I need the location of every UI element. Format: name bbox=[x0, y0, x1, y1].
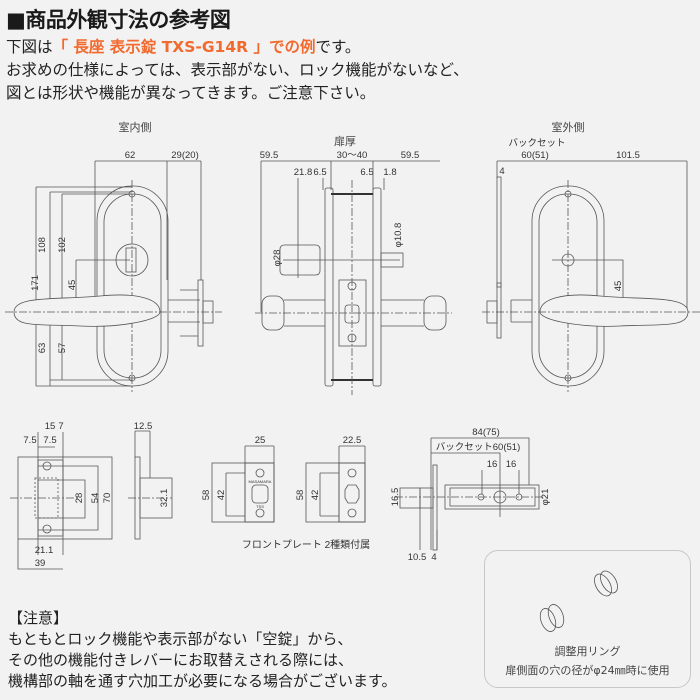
side-view: 扉厚 59.5 30〜40 59.5 21.8 6.5 6.5 1.8 φ28 … bbox=[255, 135, 452, 395]
dim-21-8: 21.8 bbox=[294, 167, 313, 178]
dim-6-5-right: 6.5 bbox=[360, 167, 373, 178]
dim-70: 70 bbox=[102, 493, 113, 504]
interior-rose-plate bbox=[96, 185, 169, 387]
caution-line-2: その他の機能付きレバーにお取替えされる際には、 bbox=[8, 651, 354, 669]
strike-plate-drawing: 15 7 7.5 7.5 28 54 70 21.1 39 12.5 32.1 bbox=[10, 421, 173, 570]
exterior-label: 室外側 bbox=[552, 120, 585, 134]
interior-view: 室内側 62 29(20) 171 108 102 45 63 57 bbox=[5, 120, 222, 392]
dim-60-51: 60(51) bbox=[521, 150, 548, 161]
latch-drawing: 84(75) バックセット60(51) 16 16 φ21 16.5 10.5 … bbox=[390, 427, 551, 563]
dim-58-b: 58 bbox=[295, 490, 306, 501]
mark-text: TSS bbox=[256, 504, 264, 509]
dim-63: 63 bbox=[37, 343, 48, 354]
caution-line-1: もともとロック機能や表示部がない「空錠」から、 bbox=[8, 630, 353, 648]
stamp-text: MASAMARA bbox=[249, 479, 272, 484]
interior-lever bbox=[13, 294, 161, 327]
dim-16-5: 16.5 bbox=[390, 488, 401, 507]
adjustment-ring-box: 調整用リング 扉側面の穴の径がφ24㎜時に使用 bbox=[484, 550, 691, 688]
caution-heading: 【注意】 bbox=[8, 609, 69, 627]
dim-21-1: 21.1 bbox=[35, 545, 54, 556]
dim-58-a: 58 bbox=[201, 490, 212, 501]
intro-text: 下図は「 長座 表示錠 TXS-G14R 」での例です。 お求めの仕様によっては… bbox=[6, 36, 469, 105]
caution-note: 【注意】 もともとロック機能や表示部がない「空錠」から、 その他の機能付きレバー… bbox=[8, 608, 397, 692]
exterior-lever bbox=[539, 294, 689, 327]
adjustment-rings bbox=[539, 570, 618, 632]
dim-16-a: 16 bbox=[487, 459, 498, 470]
dim-42-a: 42 bbox=[216, 490, 227, 501]
dim-10-5: 10.5 bbox=[408, 552, 427, 563]
dim-32-1: 32.1 bbox=[159, 489, 170, 508]
dim-171: 171 bbox=[30, 275, 41, 291]
dim-45: 45 bbox=[67, 280, 78, 291]
dim-4: 4 bbox=[499, 166, 504, 177]
dim-59-5-right: 59.5 bbox=[401, 150, 420, 161]
dim-59-5-left: 59.5 bbox=[260, 150, 279, 161]
dim-22-5: 22.5 bbox=[343, 435, 362, 446]
dim-25: 25 bbox=[255, 435, 266, 446]
ring-usage-note: 扉側面の穴の径がφ24㎜時に使用 bbox=[505, 664, 670, 677]
dim-84-75: 84(75) bbox=[472, 427, 499, 438]
dim-15: 15 bbox=[45, 421, 56, 432]
dim-102: 102 bbox=[57, 237, 68, 253]
dim-6-5-left: 6.5 bbox=[313, 167, 326, 178]
dim-108: 108 bbox=[37, 237, 48, 253]
caution-line-3: 機構部の軸を通す穴加工が必要になる場合がございます。 bbox=[8, 672, 397, 690]
dim-45-exterior: 45 bbox=[613, 281, 624, 292]
dim-1-8: 1.8 bbox=[383, 167, 396, 178]
intro-prefix: 下図は bbox=[6, 38, 53, 56]
backset-label: バックセット bbox=[508, 138, 565, 149]
dim-12-5: 12.5 bbox=[134, 421, 153, 432]
dim-7-5-left: 7.5 bbox=[23, 435, 36, 446]
intro-line-3: 図とは形状や機能が異なってきます。ご注意下さい。 bbox=[6, 84, 376, 102]
dim-phi-21: φ21 bbox=[540, 489, 551, 506]
intro-line-2: お求めの仕様によっては、表示部がない、ロック機能がないなど、 bbox=[6, 61, 469, 79]
dim-door-thickness: 30〜40 bbox=[337, 150, 368, 161]
ring-caption: 調整用リング bbox=[554, 645, 621, 658]
dim-phi-10-8: φ10.8 bbox=[393, 223, 404, 248]
dim-57: 57 bbox=[57, 343, 68, 354]
front-plate-caption: フロントプレート 2種類付属 bbox=[242, 538, 370, 551]
dim-16-b: 16 bbox=[506, 459, 517, 470]
intro-suffix: です。 bbox=[315, 38, 361, 56]
dim-7: 7 bbox=[58, 421, 63, 432]
dim-54: 54 bbox=[90, 493, 101, 504]
front-plates-drawing: 25 MASAMARA TSS 58 42 22.5 58 42 フロントプレー… bbox=[201, 435, 370, 551]
dim-29-20: 29(20) bbox=[171, 150, 198, 161]
page-title: ■商品外観寸法の参考図 bbox=[6, 8, 231, 32]
dim-28: 28 bbox=[74, 493, 85, 504]
product-name-highlight: 「 長座 表示錠 TXS-G14R 」での例 bbox=[52, 38, 316, 56]
dim-phi-28: φ28 bbox=[272, 250, 283, 267]
dim-backset-latch: バックセット60(51) bbox=[436, 442, 520, 453]
dim-101-5: 101.5 bbox=[616, 150, 640, 161]
dim-62: 62 bbox=[125, 150, 136, 161]
dim-7-5-right: 7.5 bbox=[43, 435, 56, 446]
dim-42-b: 42 bbox=[310, 490, 321, 501]
dim-39: 39 bbox=[35, 558, 46, 569]
door-thickness-label: 扉厚 bbox=[334, 135, 356, 148]
dim-4-latch: 4 bbox=[431, 552, 436, 563]
exterior-view: 室外側 バックセット 60(51) 101.5 4 45 bbox=[482, 120, 700, 392]
interior-label: 室内側 bbox=[119, 120, 152, 134]
